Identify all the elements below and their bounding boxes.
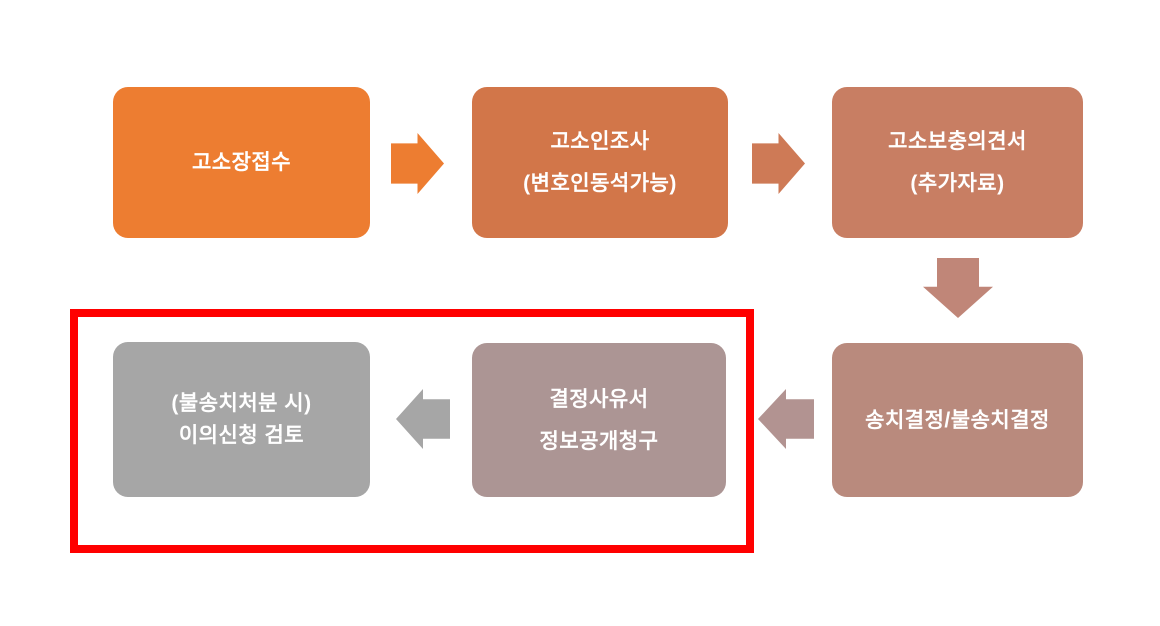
flow-step-sublabel: 이의신청 검토 — [178, 424, 305, 447]
flow-step-label: 고소인조사 — [550, 130, 650, 153]
flow-step-supplementary-opinion: 고소보충의견서 (추가자료) — [832, 87, 1083, 238]
flow-step-info-disclosure-request: 결정사유서 정보공개청구 — [472, 343, 726, 497]
arrow-right-icon — [752, 133, 805, 194]
arrow-left-icon — [396, 389, 450, 449]
flow-step-complaint-filing: 고소장접수 — [113, 87, 370, 238]
flow-step-transfer-decision: 송치결정/불송치결정 — [832, 343, 1083, 497]
arrow-right-icon — [391, 133, 444, 194]
flow-step-label: 송치결정/불송치결정 — [865, 408, 1050, 432]
flow-step-sublabel: (추가자료) — [910, 172, 1005, 195]
flow-step-label: 고소장접수 — [191, 151, 292, 174]
flow-step-label: 고소보충의견서 — [888, 130, 1027, 153]
flow-step-complainant-investigation: 고소인조사 (변호인동석가능) — [472, 87, 728, 238]
flow-step-label: 결정사유서 — [549, 387, 649, 411]
flow-step-sublabel: 정보공개청구 — [539, 429, 659, 453]
flow-step-sublabel: (변호인동석가능) — [523, 172, 677, 195]
arrow-left-icon — [758, 389, 814, 449]
flow-step-label: (불송치처분 시) — [171, 392, 312, 415]
flow-step-objection-review: (불송치처분 시) 이의신청 검토 — [113, 342, 370, 497]
arrow-down-icon — [923, 258, 993, 318]
